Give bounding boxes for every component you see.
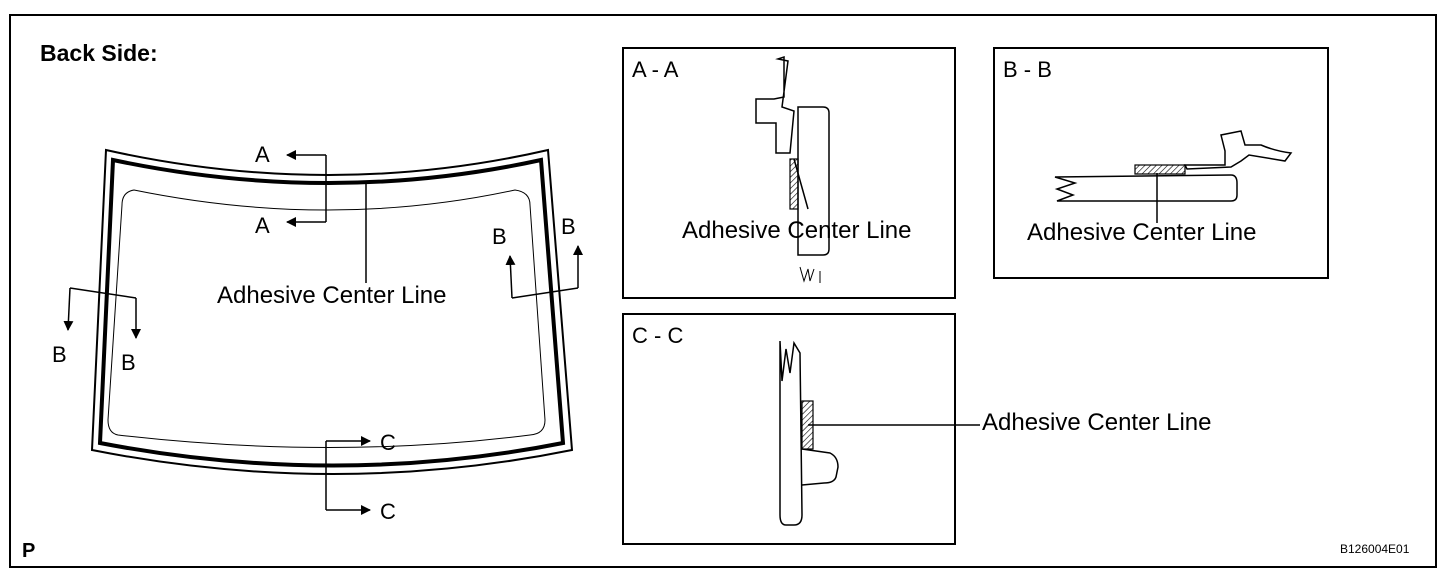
figure-code: B126004E01 bbox=[1340, 542, 1410, 556]
adhesive-band bbox=[97, 157, 566, 468]
section-b-right-marker bbox=[505, 245, 583, 299]
inner-ceramic-edge bbox=[107, 189, 546, 448]
section-bb-title: B - B bbox=[1003, 57, 1052, 82]
marker-b-right-2: B bbox=[561, 214, 576, 239]
section-aa-title: A - A bbox=[632, 57, 679, 82]
section-aa-panel: A - A Adhesive Center Line bbox=[622, 47, 956, 299]
windshield-outer-edge bbox=[90, 148, 574, 475]
figure-id: P bbox=[22, 540, 36, 562]
diagram-title: Back Side: bbox=[40, 40, 158, 66]
section-cc-drawing bbox=[779, 340, 980, 526]
section-cc-panel: C - C bbox=[622, 313, 980, 545]
marker-b-right-1: B bbox=[492, 224, 507, 249]
adhesive-label-main: Adhesive Center Line bbox=[217, 282, 447, 309]
figure-frame bbox=[9, 14, 1437, 568]
marker-b-left-1: B bbox=[52, 342, 67, 367]
section-a-marker bbox=[286, 150, 327, 227]
marker-a-top: A bbox=[255, 142, 270, 167]
marker-c-bottom: C bbox=[380, 499, 396, 524]
section-c-marker bbox=[325, 436, 371, 515]
section-bb-panel: B - B Adhesive Center Line bbox=[993, 47, 1329, 279]
marker-c-top: C bbox=[380, 430, 396, 455]
section-bb-drawing bbox=[1054, 130, 1293, 223]
section-aa-label: Adhesive Center Line bbox=[682, 217, 912, 244]
section-b-left-marker bbox=[63, 287, 141, 339]
section-cc-label: Adhesive Center Line bbox=[982, 409, 1212, 436]
section-aa-drawing bbox=[755, 55, 830, 283]
marker-b-left-2: B bbox=[121, 350, 136, 375]
section-bb-label: Adhesive Center Line bbox=[1027, 219, 1257, 246]
section-cc-title: C - C bbox=[632, 323, 684, 348]
marker-a-bottom: A bbox=[255, 213, 270, 238]
